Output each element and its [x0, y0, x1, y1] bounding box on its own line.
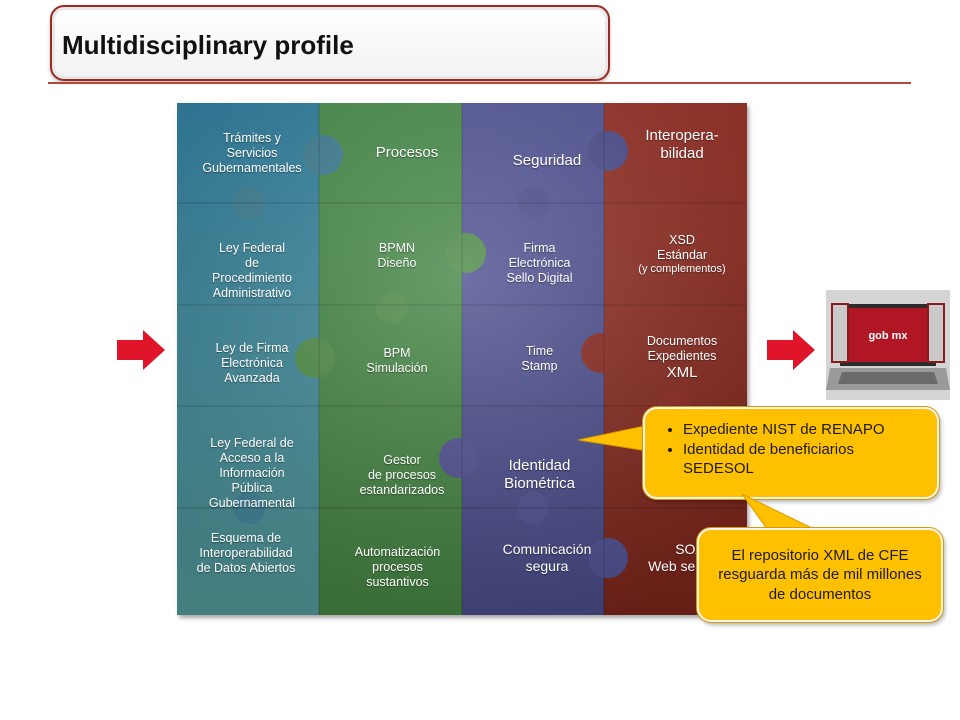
callout-list: Expediente NIST de RENAPO Identidad de b…: [661, 421, 927, 478]
puzzle-background: [177, 103, 747, 615]
cell-gestor: Gestor de procesos estandarizados: [359, 453, 445, 497]
laptop-image: gob mx: [826, 290, 950, 400]
laptop-label: gob mx: [868, 330, 908, 342]
xml-label: XML: [666, 363, 698, 381]
left-arrow-icon: [117, 330, 165, 370]
cell-comunicacion: Comunicación segura: [502, 541, 592, 574]
callout-item: Identidad de beneficiarios SEDESOL: [683, 441, 927, 479]
cell-identidad: Identidad Biométrica: [504, 457, 575, 492]
cell-esquema: Esquema de Interoperabilidad de Datos Ab…: [196, 530, 296, 575]
cell-bpm: BPM Simulación: [366, 346, 428, 375]
right-arrow-icon: [767, 330, 815, 370]
xsd-note: (y complementos): [638, 263, 726, 276]
cell-ley-firma: Ley de Firma Electrónica Avanzada: [215, 340, 289, 385]
callout-cfe: El repositorio XML de CFE resguarda más …: [697, 528, 943, 622]
callout-renapo: Expediente NIST de RENAPO Identidad de b…: [643, 407, 939, 499]
callout-top-pointer: [578, 423, 654, 453]
cell-seguridad: Seguridad: [512, 151, 582, 169]
cell-procesos: Procesos: [375, 144, 439, 161]
callout-item: Expediente NIST de RENAPO: [683, 421, 927, 440]
cell-timestamp: Time Stamp: [521, 343, 558, 373]
title-box: Multidisciplinary profile: [50, 5, 610, 81]
cell-ley-procedimiento: Ley Federal de Procedimiento Administrat…: [212, 241, 292, 300]
laptop-icon: [826, 290, 950, 400]
callout-cfe-text: El repositorio XML de CFE resguarda más …: [718, 546, 922, 603]
cell-firma: Firma Electrónica Sello Digital: [506, 240, 573, 285]
cell-automatizacion: Automatización procesos sustantivos: [354, 545, 441, 589]
cell-bpmn: BPMN Diseño: [377, 240, 417, 270]
puzzle-diagram: Trámites y Servicios Gubernamentales Ley…: [177, 103, 747, 615]
cell-ley-acceso: Ley Federal de Acceso a la Información P…: [208, 435, 296, 510]
cell-interoperabilidad: Interopera- bilidad: [645, 127, 719, 162]
cell-tramites: Trámites y Servicios Gubernamentales: [202, 130, 302, 175]
title-divider: [48, 82, 911, 84]
cell-xsd: XSD Estándar (y complementos): [638, 233, 726, 276]
cell-documentos: Documentos Expedientes XML: [646, 333, 718, 381]
page-title: Multidisciplinary profile: [62, 30, 354, 60]
